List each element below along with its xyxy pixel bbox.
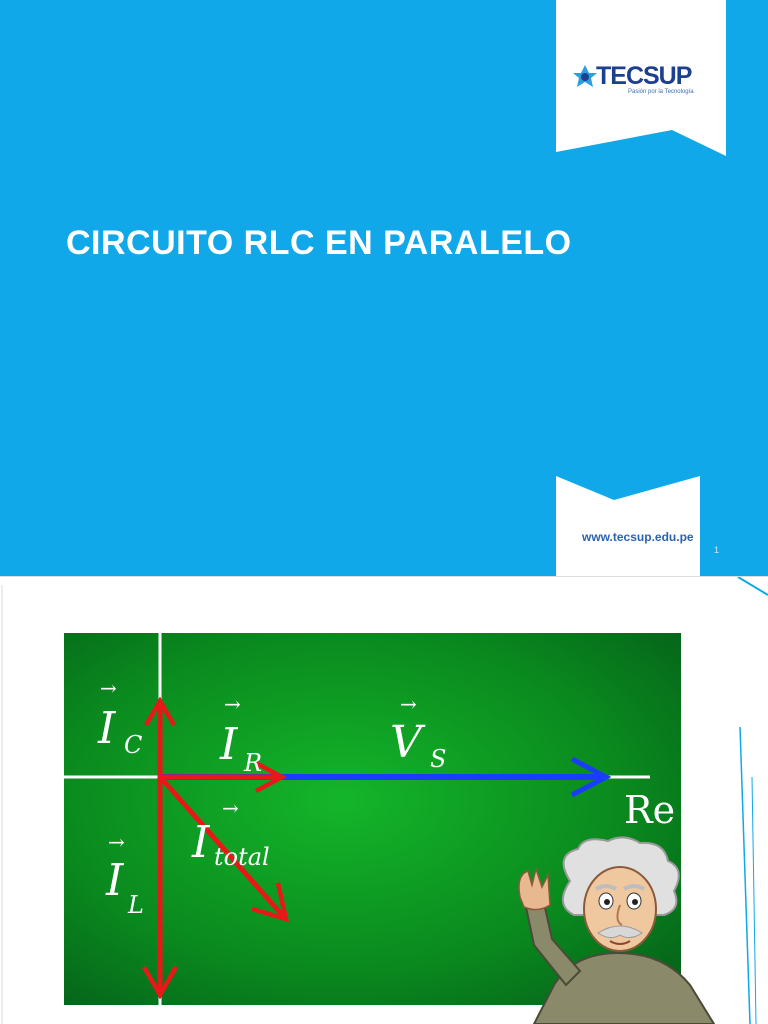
vector-il-arrowhead — [142, 965, 178, 1000]
label-itotal: I — [191, 817, 211, 868]
scientist-mascot-icon — [518, 836, 716, 1024]
label-re: Re — [624, 788, 675, 832]
label-ic-sub: C — [124, 731, 142, 759]
label-il: I — [105, 855, 125, 906]
label-itotal-arrow-icon: → — [222, 796, 239, 820]
label-vs-sub: S — [430, 745, 446, 773]
top-logo-tab — [556, 0, 726, 156]
label-ir-arrow-icon: → — [224, 692, 241, 716]
white-tab-shapes — [556, 0, 726, 576]
label-ir: I — [219, 719, 239, 770]
label-ic: I — [97, 703, 117, 754]
logo-brand: TECSUP — [596, 62, 692, 90]
phasor-diagram: I C → I R → V S → Re I total → I L → — [64, 633, 681, 1005]
slide-title: CIRCUITO RLC EN PARALELO — [66, 224, 572, 262]
vector-ic-arrowhead — [144, 696, 176, 727]
label-itotal-sub: total — [214, 843, 270, 871]
vector-itotal — [160, 777, 286, 919]
diagram-background — [64, 633, 681, 1005]
label-vs: V — [390, 717, 426, 768]
vector-ir-arrowhead — [254, 761, 287, 793]
label-ic-arrow-icon: → — [100, 676, 117, 700]
label-il-sub: L — [127, 891, 144, 919]
slide-border-lines — [1, 577, 768, 1024]
vector-labels: I C → I R → V S → Re I total → I L → — [97, 676, 675, 919]
label-vs-arrow-icon: → — [400, 692, 417, 716]
tecsup-logo: TECSUP Pasión por la Tecnología — [572, 62, 702, 102]
diagram-slide: I C → I R → V S → Re I total → I L → — [0, 577, 768, 1024]
vector-itotal-arrowhead — [251, 882, 290, 923]
website-url[interactable]: www.tecsup.edu.pe — [582, 530, 694, 544]
title-slide: TECSUP Pasión por la Tecnología CIRCUITO… — [0, 0, 768, 576]
label-ir-sub: R — [243, 749, 262, 777]
label-il-arrow-icon: → — [108, 830, 125, 854]
logo-tagline: Pasión por la Tecnología — [628, 89, 694, 95]
vector-vs-arrowhead — [570, 756, 612, 798]
page-number: 1 — [714, 545, 720, 555]
bottom-url-tab — [556, 476, 700, 576]
tecsup-star-icon — [573, 65, 597, 87]
